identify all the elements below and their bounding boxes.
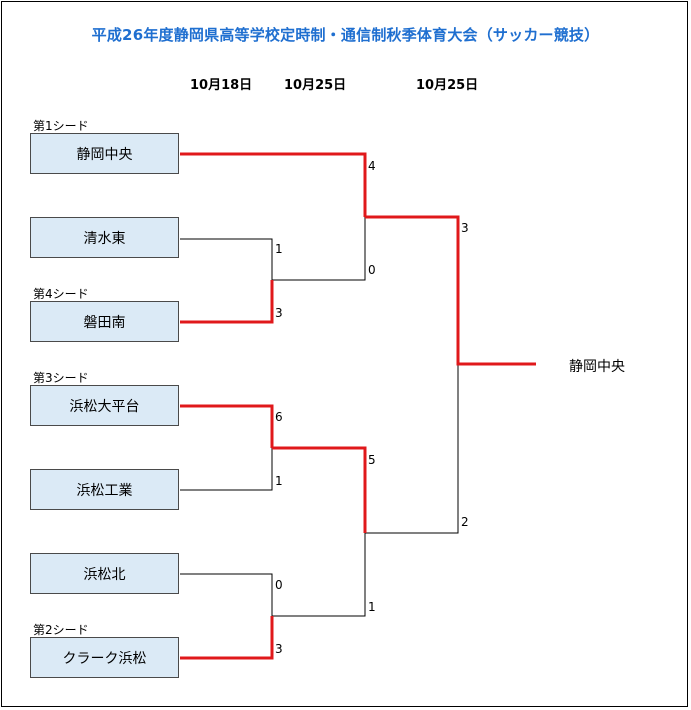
line-shimizuhigashi <box>180 238 273 280</box>
score-label: 1 <box>368 600 376 614</box>
line-clark <box>180 616 274 660</box>
page-title: 平成26年度静岡県高等学校定時制・通信制秋季体育大会（サッカー競技） <box>91 26 600 44</box>
score-label: 3 <box>275 306 283 320</box>
champion-label: 静岡中央 <box>569 359 625 375</box>
seed-label: 第3シード <box>33 371 89 385</box>
score-label: 3 <box>275 642 283 656</box>
score-label: 5 <box>368 453 376 467</box>
line-shizuokachuo <box>180 152 367 217</box>
team-box: 清水東 <box>30 217 179 258</box>
score-label: 3 <box>461 221 469 235</box>
loser-lines <box>180 217 459 617</box>
date-round2: 10月25日 <box>284 78 347 93</box>
line-semi2-loser <box>272 533 366 617</box>
team-box: クラーク浜松 <box>30 637 179 678</box>
team-box: 磐田南 <box>30 301 179 342</box>
team-box: 浜松北 <box>30 553 179 594</box>
team-box: 浜松大平台 <box>30 385 179 426</box>
date-round1: 10月18日 <box>190 78 253 93</box>
seed-label: 第1シード <box>33 119 89 133</box>
line-semi1-loser <box>272 217 366 281</box>
score-label: 0 <box>275 578 283 592</box>
date-final: 10月25日 <box>416 78 479 93</box>
line-iwatami <box>180 280 274 324</box>
seed-label: 第2シード <box>33 623 89 637</box>
line-hamamatsuoohiradai <box>180 404 274 448</box>
team-box: 静岡中央 <box>30 133 179 174</box>
line-final-loser <box>365 364 459 534</box>
winner-lines <box>180 152 536 660</box>
score-label: 0 <box>368 263 376 277</box>
score-label: 6 <box>275 410 283 424</box>
score-label: 4 <box>368 159 376 173</box>
score-label: 1 <box>275 242 283 256</box>
score-label: 1 <box>275 474 283 488</box>
score-label: 2 <box>461 515 469 529</box>
team-box: 浜松工業 <box>30 469 179 510</box>
line-hamamatsukita <box>180 573 273 616</box>
line-champion <box>365 215 536 366</box>
seed-label: 第4シード <box>33 287 89 301</box>
line-hamamatsukogyo <box>180 448 273 491</box>
line-semi2-winner <box>272 446 367 533</box>
